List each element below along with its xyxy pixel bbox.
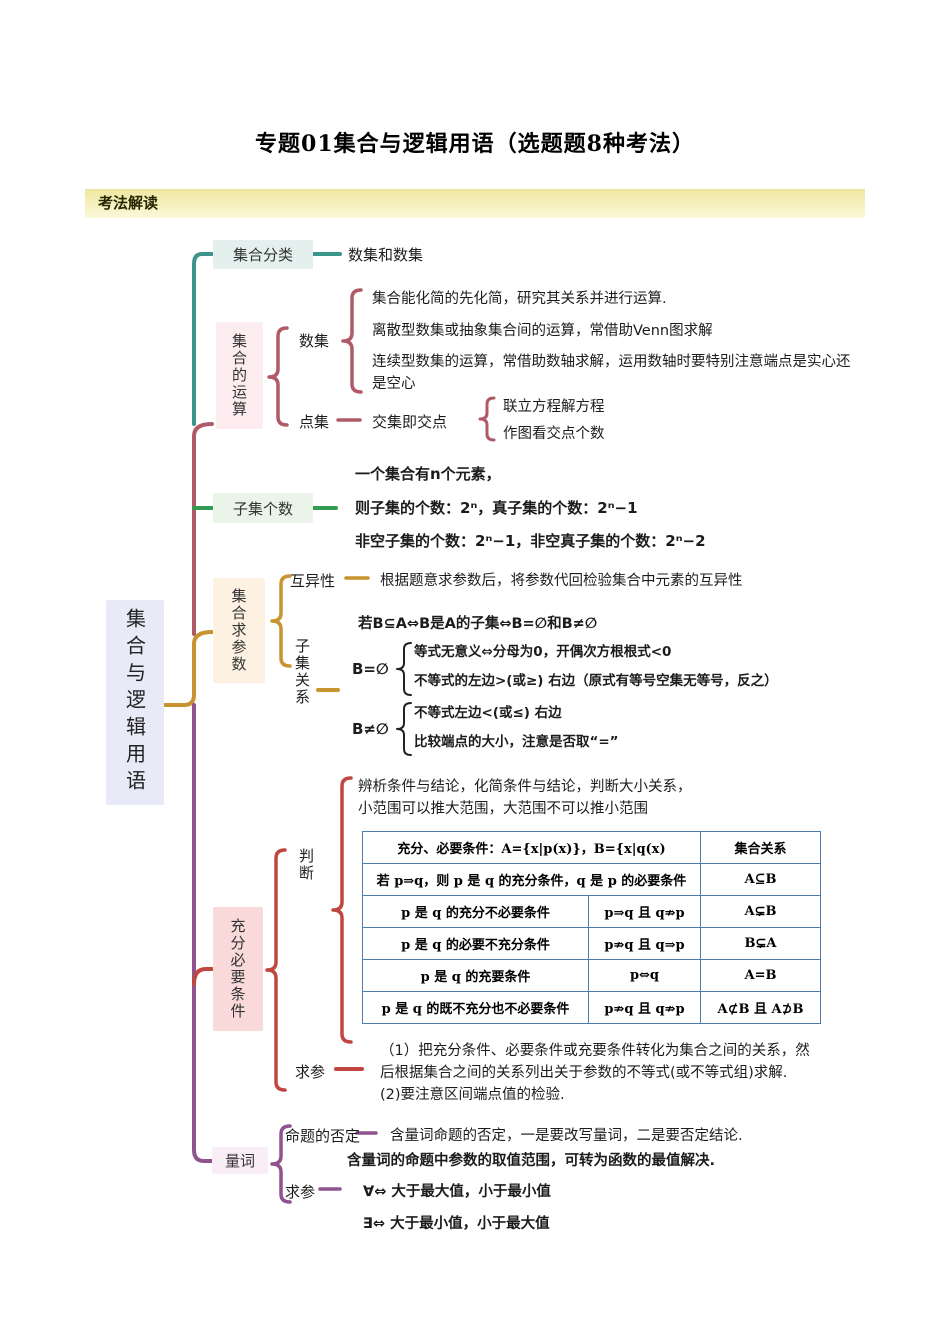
fouding-text: 含量词命题的否定，一是要改写量词，二是要否定结论.: [390, 1128, 743, 1144]
cond-cell: p 是 q 的必要不充分条件: [362, 927, 589, 960]
rel-cell: A⊄B 且 A⊅B: [700, 991, 821, 1024]
node-quantifiers-label: 量词: [224, 1152, 255, 1170]
root-node: 集合与逻辑用语: [106, 600, 164, 805]
spine-rose-segment: [192, 422, 214, 636]
chongfen-qiucan-line: 后根据集合之间的关系列出关于参数的不等式(或不等式组)求解.: [380, 1065, 788, 1081]
exists-line: ∃⇔ 大于最小值，小于最大值: [363, 1216, 550, 1232]
chongfen-qiucan-label: 求参: [295, 1063, 326, 1081]
subset-count-line: 非空子集的个数：2ⁿ−1，非空真子集的个数：2ⁿ−2: [355, 532, 706, 550]
b-nonempty-item: 比较端点的大小，注意是否取“=”: [414, 734, 619, 750]
page-title: 专题01集合与逻辑用语（选题题8种考法）: [255, 131, 695, 157]
panduan-brace: [331, 776, 353, 1044]
b-nonempty-item: 不等式左边<(或≤) 右边: [414, 705, 562, 721]
logic-cell: p⇒q 且 q⇏p: [588, 895, 701, 928]
liangci-qiucan-label: 求参: [285, 1183, 316, 1201]
qiucanshu-brace: [270, 574, 292, 668]
subset-count-line: 则子集的个数：2ⁿ，真子集的个数：2ⁿ−1: [355, 499, 638, 517]
b-empty-label: B=∅: [352, 660, 389, 678]
section-banner: 考法解读: [85, 189, 865, 218]
table-row: p 是 q 的充要条件 p⇔q A=B: [362, 959, 821, 992]
panduan-intro-line: 辨析条件与结论，化简条件与结论，判断大小关系，: [358, 779, 692, 795]
node-set-parameters: 集合求参数: [213, 578, 265, 683]
root-node-label: 集合与逻辑用语: [122, 608, 147, 797]
table-header-right: 集合关系: [700, 831, 821, 864]
subset-count-line: 一个集合有n个元素，: [355, 465, 501, 483]
node-subset-count-label: 子集个数: [232, 499, 293, 518]
spine-purple-segment: [192, 703, 214, 1163]
dianji-label: 点集: [299, 413, 330, 431]
node-sufficient-necessary-label: 充分必要条件: [228, 918, 247, 1020]
table-row: p 是 q 的既不充分也不必要条件 p⇏q 且 q⇏p A⊄B 且 A⊅B: [362, 991, 821, 1024]
logic-cell: p⇏q 且 q⇏p: [588, 991, 701, 1024]
dianji-item: 作图看交点个数: [503, 426, 605, 442]
node-set-classification: 集合分类: [213, 240, 313, 269]
b-nonempty-brace: [396, 702, 412, 756]
node-quantifiers: 量词: [212, 1147, 268, 1174]
shuji-item: 集合能化简的先化简，研究其关系并进行运算.: [372, 291, 667, 307]
yunsuan-brace: [267, 326, 289, 427]
logic-cell: p⇔q: [588, 959, 701, 992]
rel-cell: A=B: [700, 959, 821, 992]
panduan-intro-line: 小范围可以推大范围，大范围不可以推小范围: [358, 801, 648, 817]
rel-cell: A⊆B: [700, 863, 821, 896]
b-empty-item: 等式无意义⇔分母为0，开偶次方根根式<0: [414, 644, 672, 660]
cond-cell: 若 p⇒q，则 p 是 q 的充分条件，q 是 p 的必要条件: [362, 863, 701, 896]
sufficient-necessary-table: 充分、必要条件：A={x|p(x)}，B={x|q(x) 集合关系 若 p⇒q，…: [362, 831, 821, 1024]
spine-gold-segment: [162, 630, 214, 707]
b-empty-brace: [396, 642, 412, 696]
chongfen-qiucan-line: (2)要注意区间端点值的检验.: [380, 1087, 565, 1103]
shuji-brace: [341, 288, 363, 394]
b-empty-item: 不等式的左边>(或≥) 右边（原式有等号空集无等号，反之）: [414, 673, 778, 689]
ziji-guanxi-label: 子集关系: [293, 638, 311, 706]
shuji-label: 数集: [299, 332, 330, 350]
shuji-item: 离散型数集或抽象集合间的运算，常借助Venn图求解: [372, 323, 713, 339]
panduan-label: 判断: [297, 848, 315, 882]
rel-cell: A⊊B: [700, 895, 821, 928]
dianji-item: 联立方程解方程: [503, 399, 605, 415]
node-set-operations-label: 集合的运算: [230, 333, 248, 418]
set-classification-leaf: 数集和数集: [348, 246, 424, 264]
b-nonempty-label: B≠∅: [352, 720, 389, 738]
cond-cell: p 是 q 的既不充分也不必要条件: [362, 991, 589, 1024]
node-sufficient-necessary: 充分必要条件: [213, 907, 263, 1031]
fouding-label: 命题的否定: [285, 1127, 361, 1145]
dianji-brace: [478, 396, 496, 442]
subset-relation-rule: 若B⊆A⇔B是A的子集⇔B=∅和B≠∅: [358, 616, 598, 632]
section-banner-label: 考法解读: [98, 194, 159, 212]
table-row: 充分、必要条件：A={x|p(x)}，B={x|q(x) 集合关系: [362, 831, 821, 864]
node-set-parameters-label: 集合求参数: [229, 588, 248, 673]
cond-cell: p 是 q 的充要条件: [362, 959, 589, 992]
logic-cell: p⇏q 且 q⇒p: [588, 927, 701, 960]
huyixing-label: 互异性: [290, 572, 336, 590]
node-set-operations: 集合的运算: [216, 322, 263, 429]
chongfen-brace: [265, 848, 287, 1092]
dianji-mid-label: 交集即交点: [372, 413, 448, 431]
chongfen-qiucan-line: （1）把充分条件、必要条件或充要条件转化为集合之间的关系，然: [380, 1043, 810, 1059]
liangci-qiucan-bold-line: 含量词的命题中参数的取值范围，可转为函数的最值解决.: [347, 1153, 716, 1169]
rel-cell: B⊊A: [700, 927, 821, 960]
table-header-left: 充分、必要条件：A={x|p(x)}，B={x|q(x): [362, 831, 701, 864]
huyixing-text: 根据题意求参数后，将参数代回检验集合中元素的互异性: [380, 573, 743, 589]
node-subset-count: 子集个数: [213, 493, 313, 523]
chongfen-elbow: [192, 967, 214, 986]
spine-teal-segment: [192, 252, 214, 426]
table-row: p 是 q 的充分不必要条件 p⇒q 且 q⇏p A⊊B: [362, 895, 821, 928]
table-row: p 是 q 的必要不充分条件 p⇏q 且 q⇒p B⊊A: [362, 927, 821, 960]
forall-line: ∀⇔ 大于最大值，小于最小值: [363, 1184, 551, 1200]
node-set-classification-label: 集合分类: [232, 246, 293, 264]
shuji-item: 连续型数集的运算，常借助数轴求解，运用数轴时要特别注意端点是实心还是空心: [372, 354, 851, 392]
cond-cell: p 是 q 的充分不必要条件: [362, 895, 589, 928]
table-row: 若 p⇒q，则 p 是 q 的充分条件，q 是 p 的必要条件 A⊆B: [362, 863, 821, 896]
